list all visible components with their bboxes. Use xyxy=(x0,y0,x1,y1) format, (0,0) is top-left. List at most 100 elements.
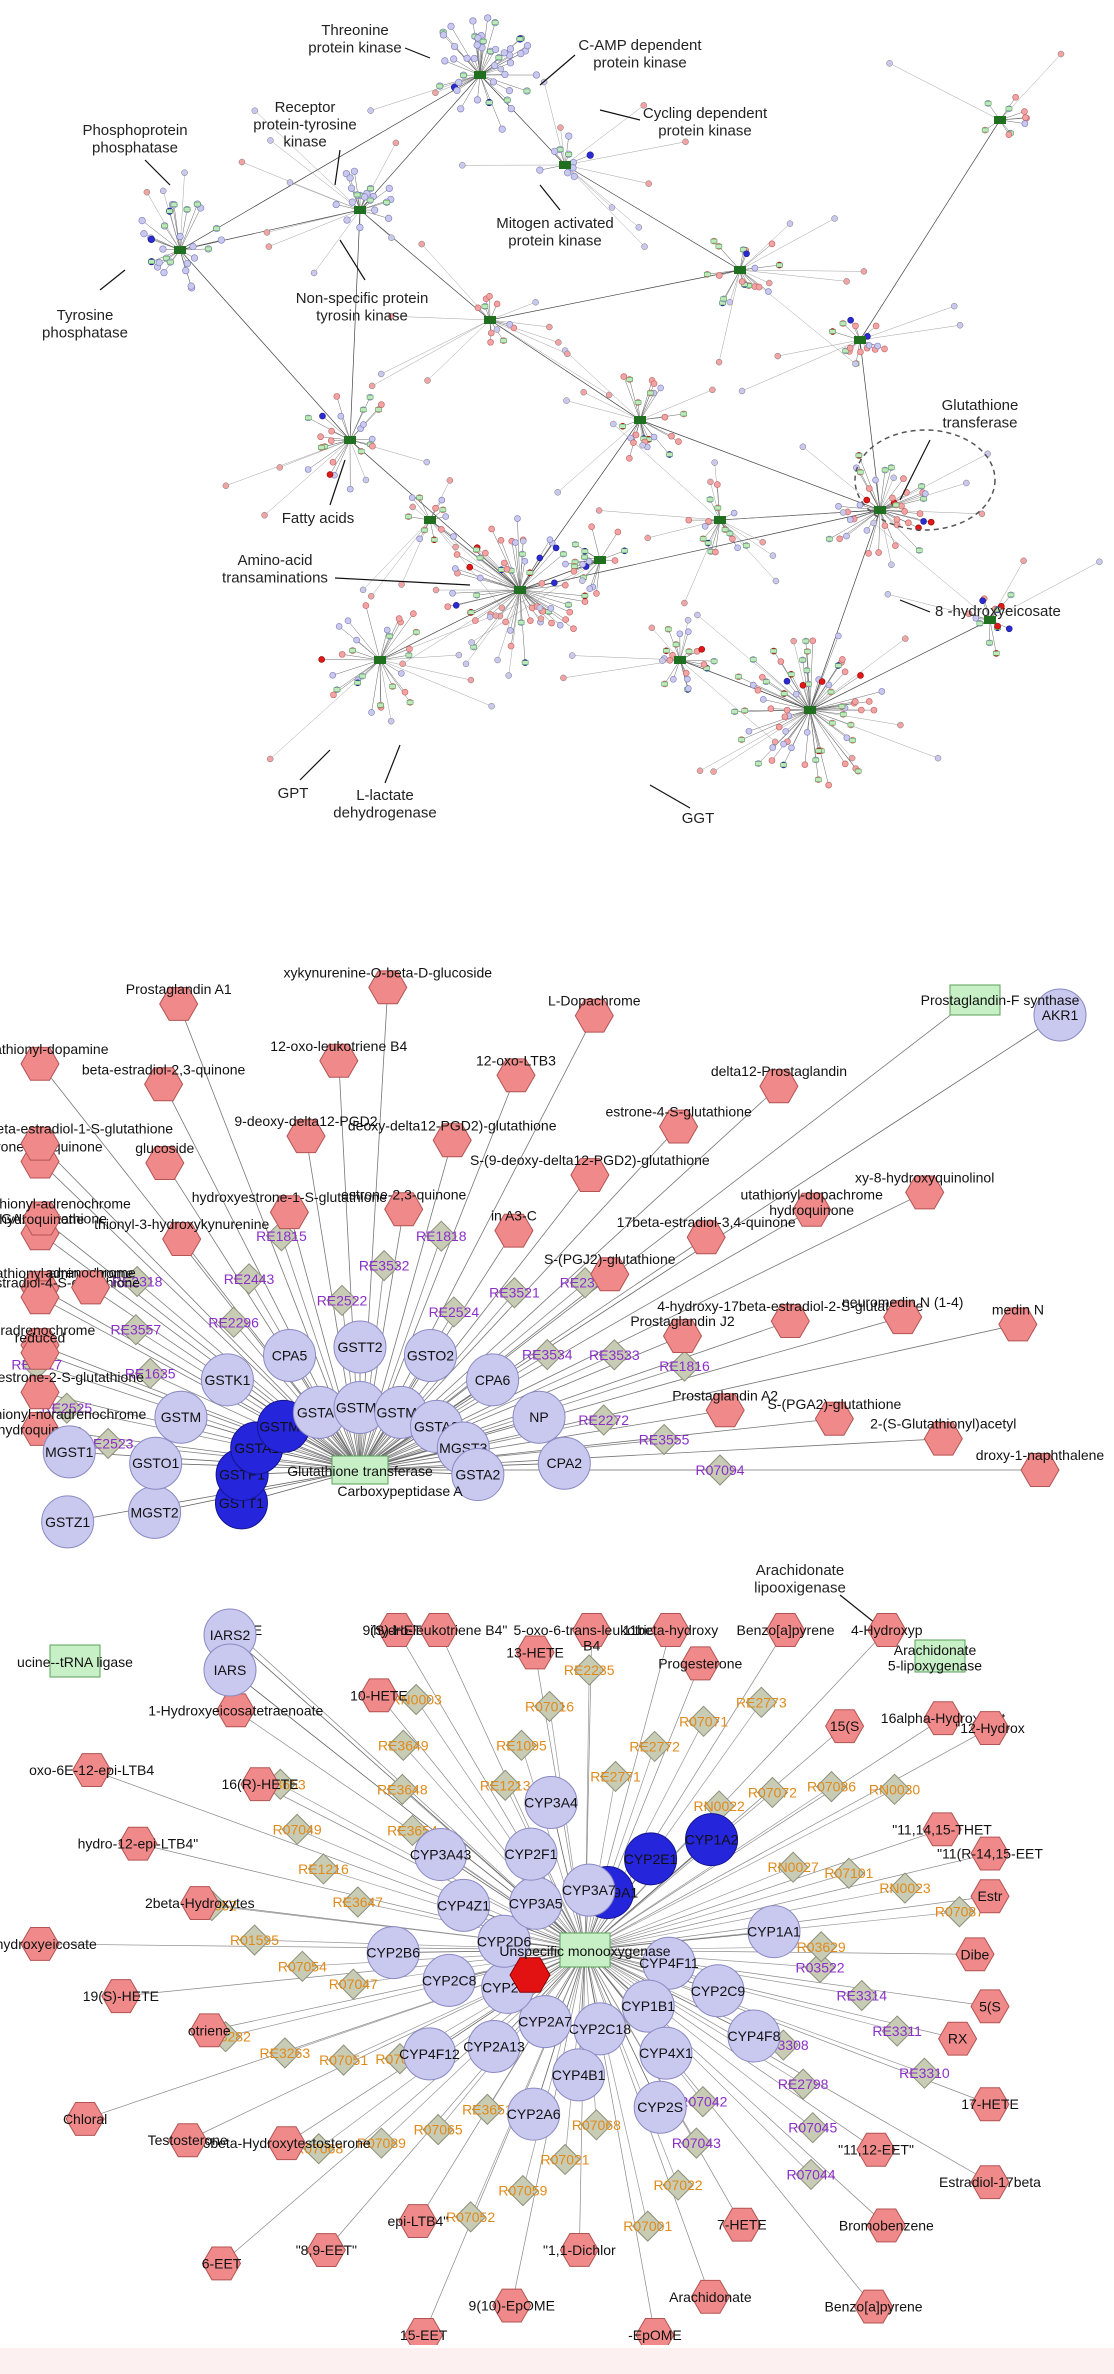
network-node xyxy=(333,393,341,400)
reaction-node xyxy=(436,83,444,89)
network-node xyxy=(222,482,230,489)
reaction-node xyxy=(704,1454,736,1486)
network-node xyxy=(378,401,385,408)
network-node xyxy=(536,166,544,174)
network-node xyxy=(851,698,859,705)
reaction-node xyxy=(281,1813,313,1846)
enzyme-label: CYP2A7 xyxy=(518,2014,572,2030)
hub-label: ucine--tRNA ligase xyxy=(17,1654,133,1670)
metabolite-node xyxy=(159,987,199,1021)
network-node xyxy=(493,326,501,333)
network-node xyxy=(738,387,746,395)
network-node xyxy=(527,617,534,624)
network-node xyxy=(579,560,586,568)
reaction-label: RE3263 xyxy=(260,2045,311,2061)
network-node xyxy=(1022,114,1029,121)
metabolite-node xyxy=(905,1175,945,1210)
metabolite-node xyxy=(20,1126,60,1161)
network-node xyxy=(371,206,379,214)
reaction-node xyxy=(780,691,788,696)
reaction-node xyxy=(780,762,787,768)
network-node xyxy=(547,605,555,612)
metabolite-label: glutathionyl-dopamine xyxy=(0,1041,109,1057)
network-node xyxy=(486,293,493,300)
network-node xyxy=(344,617,352,625)
network-node xyxy=(856,501,864,509)
network-node xyxy=(694,611,701,619)
network-node xyxy=(532,298,539,306)
network-node xyxy=(217,236,225,244)
network-node xyxy=(369,442,376,450)
callout-arrows xyxy=(99,47,931,809)
metabolite-node xyxy=(377,1613,417,1647)
network-node xyxy=(846,516,854,523)
network-node xyxy=(707,478,714,486)
metabolite-label: 2-(S-Glutathionyl)acetyl xyxy=(870,1416,1016,1432)
reaction-node xyxy=(680,411,688,417)
reaction-label: RE3532 xyxy=(359,1258,410,1274)
network-node xyxy=(453,551,461,558)
network-node xyxy=(788,744,795,752)
reaction-node xyxy=(815,1770,848,1803)
metabolite-node xyxy=(162,1222,202,1256)
reaction-node xyxy=(439,507,447,513)
network-node xyxy=(681,599,688,607)
network-node xyxy=(650,433,658,441)
reaction-label: R01595 xyxy=(230,1932,279,1948)
metabolite-label: 5(S xyxy=(979,1998,1001,2014)
network-node xyxy=(841,760,849,768)
reaction-label: RE3651 xyxy=(462,2101,513,2117)
enzyme-label: MGST2 xyxy=(130,1504,178,1520)
network-node xyxy=(641,243,648,250)
metabolite-node xyxy=(970,1879,1010,1914)
metabolite-label: 17-HETE xyxy=(961,2096,1019,2112)
reaction-node xyxy=(387,1729,419,1761)
network-node xyxy=(263,229,271,236)
metabolite-node xyxy=(690,2279,730,2314)
metabolite-node xyxy=(384,1192,424,1227)
reaction-label: RE2318 xyxy=(112,1274,163,1290)
network-node xyxy=(395,615,403,622)
reaction-node xyxy=(1007,592,1015,598)
enzyme-label: CYP4B1 xyxy=(552,2067,606,2083)
reaction-node xyxy=(704,540,712,546)
reaction-label: RE3647 xyxy=(333,1894,384,1910)
network-node xyxy=(860,268,868,275)
enzyme-label: CYP2S xyxy=(637,2099,683,2115)
metabolite-label: 1-Hydroxyeicosatetraenoate xyxy=(148,1702,323,1718)
metabolite-node xyxy=(814,1401,854,1436)
network-node xyxy=(751,264,759,272)
hub-node xyxy=(984,616,996,624)
network-node xyxy=(898,502,905,510)
reaction-node xyxy=(194,201,201,207)
network-node xyxy=(493,300,501,308)
reaction-node xyxy=(533,1690,566,1723)
reaction-node xyxy=(726,531,734,536)
network-node xyxy=(841,668,849,676)
metabolite-node xyxy=(938,2021,978,2056)
enzyme-label: CYP2A6 xyxy=(507,2106,561,2122)
network-node xyxy=(901,508,908,515)
reaction-node xyxy=(663,648,670,654)
network-node xyxy=(506,321,514,328)
network-node xyxy=(890,474,897,482)
network-node xyxy=(368,382,376,390)
metabolite-node xyxy=(867,1613,907,1647)
network-node xyxy=(486,613,494,621)
reaction-node xyxy=(383,200,390,205)
reaction-node xyxy=(599,1760,632,1793)
network-node xyxy=(755,283,763,291)
reaction-label: R07068 xyxy=(572,2117,621,2133)
reaction-label: R07101 xyxy=(824,1865,873,1881)
reaction-node xyxy=(795,2158,827,2191)
network-node xyxy=(347,184,356,192)
network-node xyxy=(858,706,865,714)
network-node xyxy=(546,323,553,331)
reaction-node xyxy=(992,651,1000,656)
network-node xyxy=(790,637,797,645)
network-node xyxy=(696,767,704,775)
reaction-node xyxy=(438,1296,470,1328)
metabolite-node xyxy=(492,2288,532,2323)
network-node xyxy=(892,542,899,549)
